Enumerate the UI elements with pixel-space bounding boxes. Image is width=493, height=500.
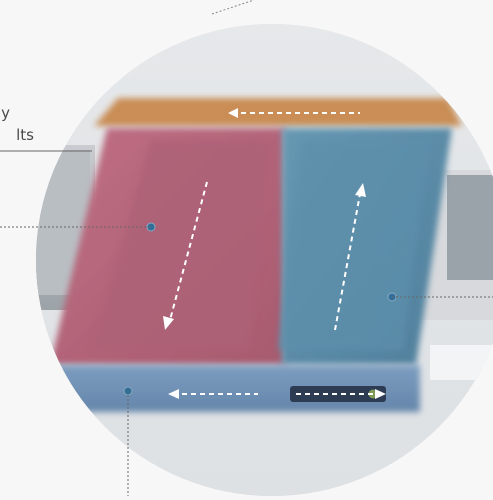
caption-line-2: lts — [0, 124, 34, 146]
caption-line-1: y — [0, 102, 10, 124]
right-white-cap — [430, 345, 493, 380]
top-callout-line — [212, 0, 254, 14]
left-white-cap — [20, 340, 50, 368]
right-machine-panel — [447, 175, 493, 280]
caption-fragment: y lts — [0, 102, 34, 146]
